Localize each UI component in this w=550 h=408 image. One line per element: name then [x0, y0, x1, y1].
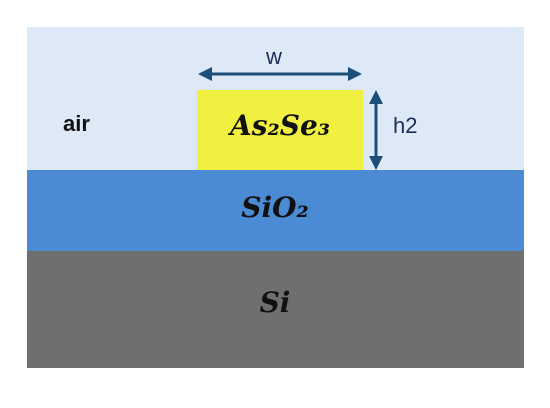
- waveguide-material-label: As₂Se₃: [229, 109, 331, 142]
- air-label: air: [63, 111, 90, 136]
- height-arrow: [369, 90, 383, 170]
- height-label: h2: [393, 113, 418, 138]
- width-arrow: [198, 67, 362, 81]
- waveguide-core: [197, 90, 363, 170]
- si-layer: [27, 251, 524, 368]
- width-label: w: [266, 44, 282, 69]
- sio2-label: SiO₂: [241, 191, 309, 224]
- si-label: Si: [259, 286, 291, 319]
- sio2-layer: [27, 170, 524, 251]
